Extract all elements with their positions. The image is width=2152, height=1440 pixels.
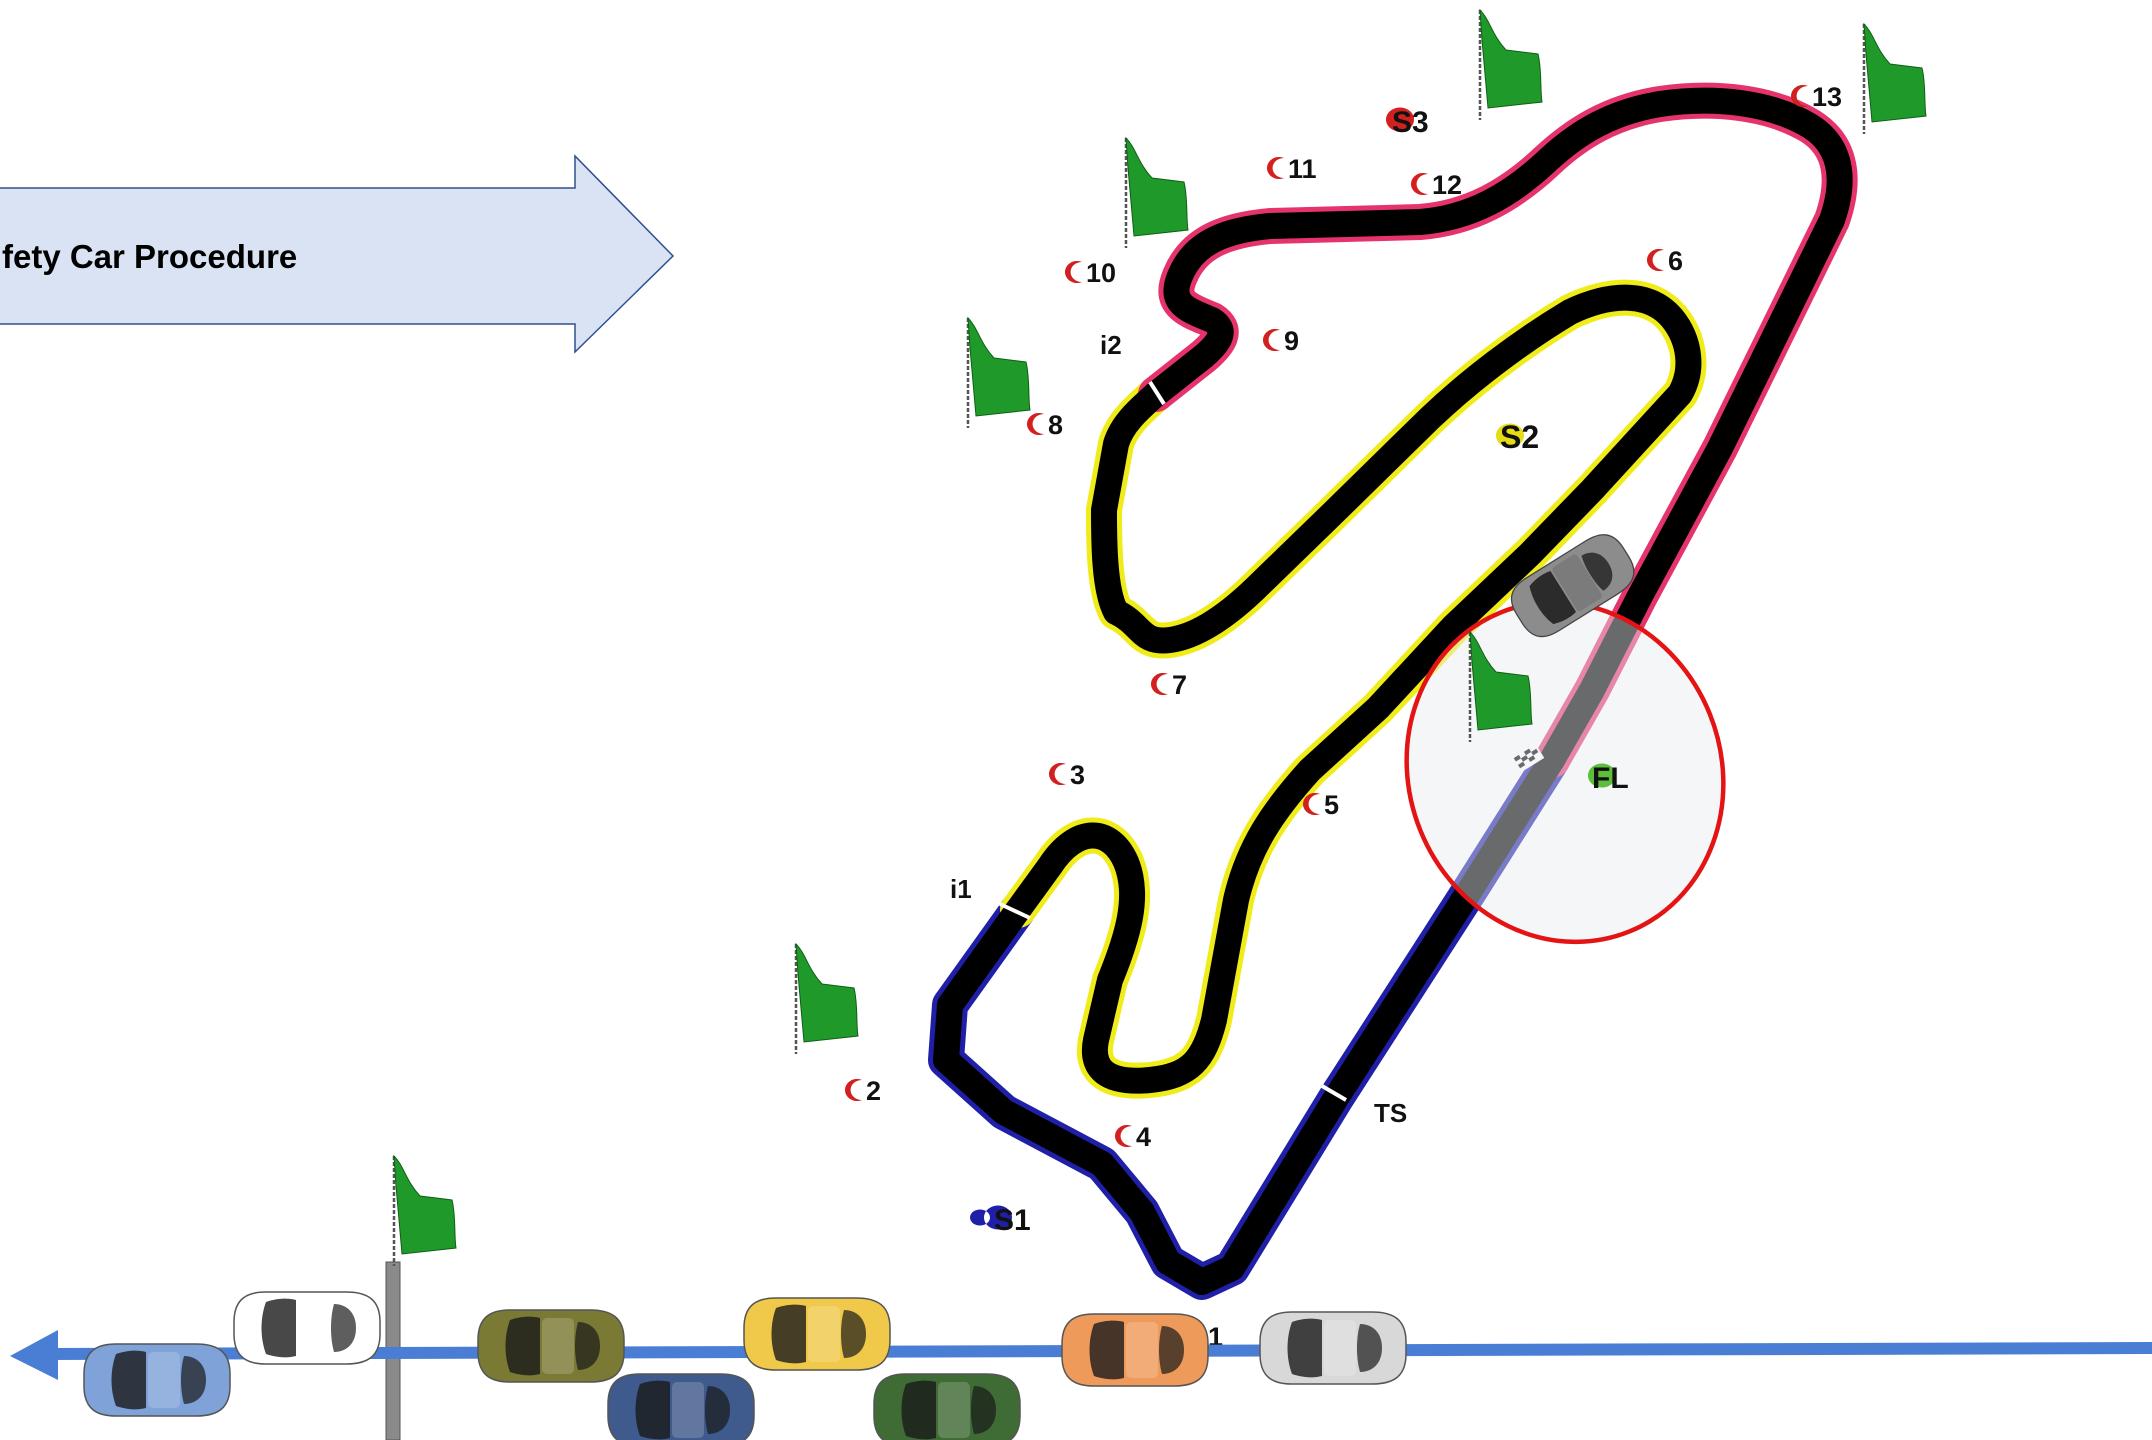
car-olive bbox=[477, 1309, 625, 1383]
corner-label: 1 bbox=[1208, 1322, 1223, 1352]
green-flag-icon bbox=[392, 1154, 458, 1268]
corner-arc-icon bbox=[1303, 793, 1320, 815]
sector-1-marker: S1 bbox=[970, 1204, 1031, 1237]
car-dark-green bbox=[873, 1373, 1021, 1440]
intermediate-2-label: i2 bbox=[1100, 330, 1122, 360]
corner-label: 6 bbox=[1668, 246, 1683, 276]
car-navy bbox=[607, 1373, 755, 1440]
green-flag-icon bbox=[1478, 8, 1544, 122]
intermediate-1-label: i1 bbox=[950, 874, 972, 904]
corner-arc-icon bbox=[1151, 673, 1168, 695]
green-flag-icon bbox=[966, 316, 1032, 430]
green-flag-icon bbox=[1862, 22, 1928, 136]
corner-arc-icon bbox=[1267, 157, 1284, 179]
corner-marker-3: 3 bbox=[1049, 760, 1085, 790]
sector-labels: S1 S2 S3 FL i1 i2 TS bbox=[950, 106, 1629, 1237]
car-queue bbox=[83, 1291, 1407, 1440]
corner-marker-13: 13 bbox=[1791, 82, 1842, 112]
sector-2-label: S2 bbox=[1500, 419, 1539, 455]
corner-label: 12 bbox=[1432, 170, 1462, 200]
i2-timing-line bbox=[1148, 380, 1166, 406]
race-track bbox=[928, 82, 1858, 1300]
banner-title: fety Car Procedure bbox=[2, 238, 297, 275]
green-flag-icon bbox=[794, 942, 860, 1056]
corner-marker-6: 6 bbox=[1647, 246, 1683, 276]
corner-marker-4: 4 bbox=[1115, 1122, 1151, 1152]
corner-marker-2: 2 bbox=[845, 1076, 881, 1106]
corner-arc-icon bbox=[1115, 1125, 1132, 1147]
i1-timing-line bbox=[999, 902, 1031, 920]
sector-1-label: S1 bbox=[994, 1204, 1031, 1237]
speed-trap-label: TS bbox=[1374, 1098, 1407, 1128]
sector-3-marker: S3 bbox=[1386, 106, 1429, 139]
corner-label: 3 bbox=[1070, 760, 1085, 790]
corner-label: 10 bbox=[1086, 258, 1116, 288]
finish-line-marker: FL bbox=[1588, 762, 1629, 795]
corner-marker-11: 11 bbox=[1267, 154, 1317, 184]
corner-arc-icon bbox=[1263, 329, 1280, 351]
sector-2-marker: S2 bbox=[1496, 419, 1539, 455]
corner-marker-8: 8 bbox=[1027, 410, 1063, 440]
corner-label: 11 bbox=[1288, 154, 1317, 184]
corner-label: 2 bbox=[866, 1076, 881, 1106]
corner-label: 8 bbox=[1048, 410, 1063, 440]
corner-arc-icon bbox=[1027, 413, 1044, 435]
corner-label: 5 bbox=[1324, 790, 1339, 820]
corner-arc-icon bbox=[1065, 261, 1082, 283]
corner-marker-5: 5 bbox=[1303, 790, 1339, 820]
car-orange bbox=[1061, 1313, 1209, 1387]
corner-arc-icon bbox=[1791, 85, 1808, 107]
corner-marker-10: 10 bbox=[1065, 258, 1116, 288]
corner-marker-9: 9 bbox=[1263, 326, 1299, 356]
car-light-blue bbox=[83, 1343, 231, 1417]
banner-arrow: fety Car Procedure bbox=[0, 154, 675, 354]
corner-marker-7: 7 bbox=[1151, 670, 1187, 700]
corner-label: 13 bbox=[1812, 82, 1842, 112]
corner-label: 7 bbox=[1172, 670, 1187, 700]
corner-arc-icon bbox=[845, 1078, 862, 1102]
sector-3-label: S3 bbox=[1392, 106, 1429, 139]
finish-line-checker bbox=[1513, 744, 1545, 772]
finish-line-label: FL bbox=[1592, 762, 1629, 795]
car-white bbox=[233, 1291, 381, 1365]
car-yellow bbox=[743, 1297, 891, 1371]
corner-arc-icon bbox=[1411, 173, 1428, 195]
corner-arc-icon bbox=[1647, 248, 1664, 271]
car-light-grey bbox=[1259, 1311, 1407, 1385]
corner-arc-icon bbox=[1049, 763, 1066, 786]
green-flag-icon bbox=[1124, 136, 1190, 250]
speed-trap-line bbox=[1320, 1084, 1348, 1102]
corner-label: 9 bbox=[1284, 326, 1299, 356]
corner-marker-12: 12 bbox=[1411, 170, 1462, 200]
corner-label: 4 bbox=[1136, 1122, 1151, 1152]
